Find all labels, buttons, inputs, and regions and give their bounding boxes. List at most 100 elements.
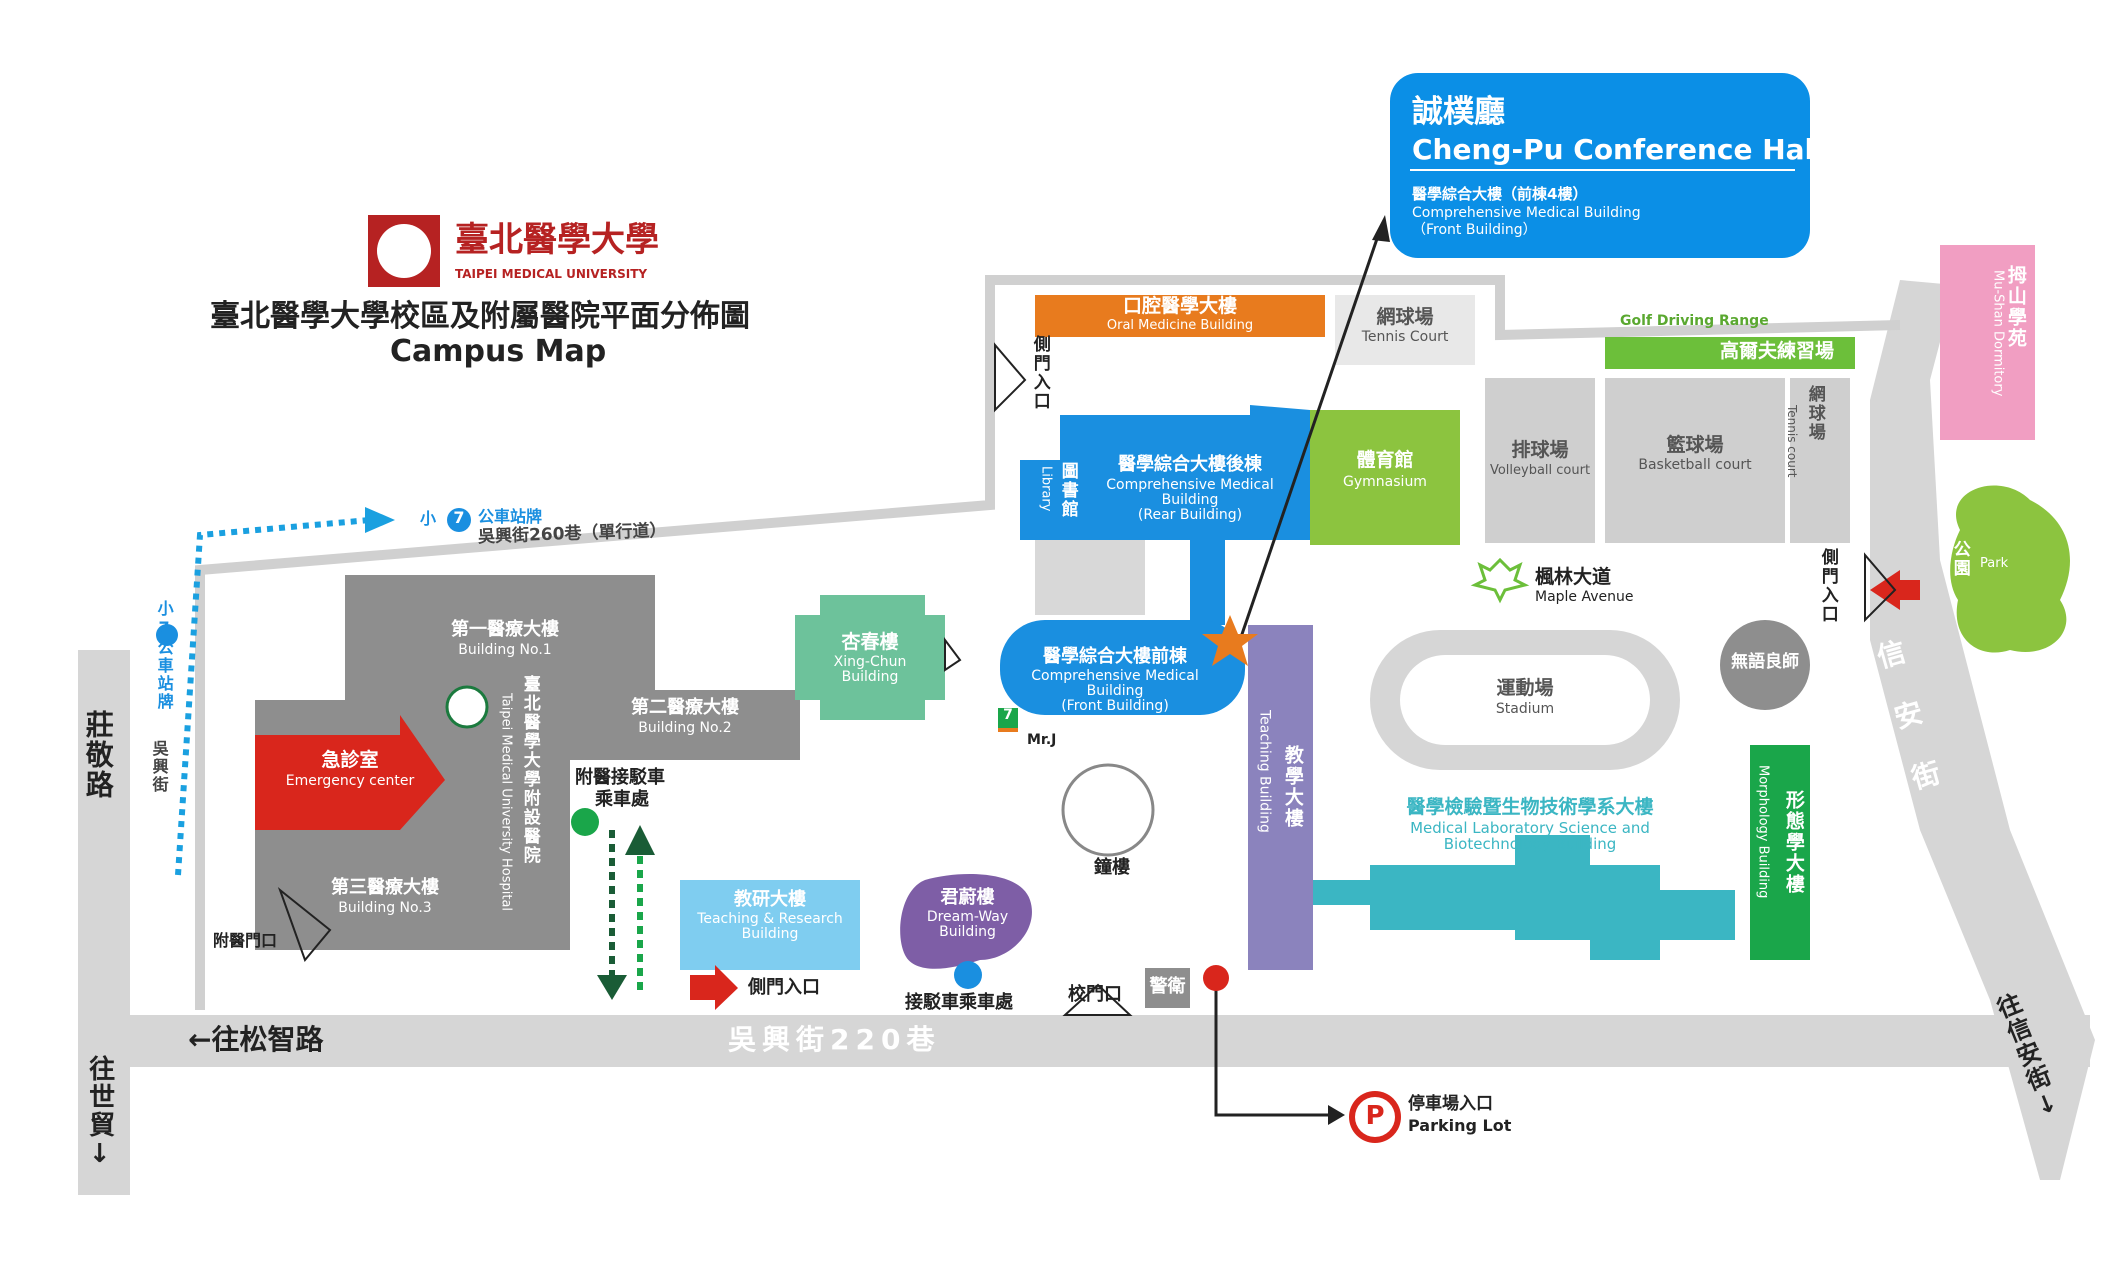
b2-cn: 第二醫療大樓: [631, 697, 739, 718]
side-entrance-label: 側門入口: [748, 977, 820, 998]
shuttle-arrow-up: [625, 825, 655, 855]
stadium-en: Stadium: [1495, 701, 1555, 717]
front-en2: Building: [1086, 683, 1144, 699]
dreamway-en1: Dream-Way: [926, 909, 1009, 925]
bus-icon-left: [156, 624, 178, 646]
park-area: [1950, 485, 2070, 653]
parking-cn: 停車場入口: [1408, 1094, 1493, 1114]
bus-route: [175, 517, 371, 876]
dreamway-cn: 君蔚樓: [940, 887, 995, 908]
b3-cn: 第三醫療大樓: [331, 877, 439, 898]
front-en3: (Front Building): [1061, 698, 1169, 714]
basket-en: Basketball court: [1638, 457, 1752, 473]
side-entrance-arrow: [690, 965, 738, 1010]
golf-en: Golf Driving Range: [1620, 313, 1769, 329]
medlab-en2: Biotechnology Building: [1443, 835, 1617, 853]
oral-building: [1035, 295, 1325, 337]
road-xinyi: [1870, 280, 2095, 1180]
oral-cn: 口腔醫學大樓: [1122, 295, 1237, 317]
convenience-store-icon: 7: [998, 707, 1018, 732]
parking-route: [1214, 980, 1330, 1117]
gym-building: [1310, 410, 1460, 545]
dorm-en: Mu-Shan Dormitory: [1990, 270, 2006, 397]
volley-cn: 排球場: [1511, 439, 1569, 461]
rear-en2: Building: [1161, 492, 1219, 508]
front-building: [1000, 620, 1245, 715]
callout-box: [1390, 73, 1810, 258]
university-logo-seal: [377, 224, 431, 278]
gate-icon: [277, 342, 1897, 1016]
mentor-circle: [1720, 620, 1810, 710]
stadium-cn: 運動場: [1496, 677, 1554, 699]
front-en1: Comprehensive Medical: [1031, 668, 1199, 684]
teaching-cn: 教學大樓: [1281, 745, 1304, 829]
oral-en: Oral Medicine Building: [1106, 318, 1254, 333]
library-cn: 圖書館: [1057, 462, 1078, 519]
hospital-cn: 臺北醫學大學附設醫院: [519, 675, 540, 865]
guard-label: 警衛: [1149, 976, 1186, 997]
road-zhuangjing-label: 莊敬路: [81, 710, 115, 800]
lane-left-label: 吳興街: [149, 740, 169, 794]
mentor-cn: 無語良師: [1731, 652, 1799, 672]
parking-icon-inner: [1355, 1097, 1395, 1137]
research-building: [680, 880, 860, 970]
research-cn: 教研大樓: [734, 889, 806, 910]
guard-booth: [1145, 968, 1190, 1008]
xingchun-cn: 杏春樓: [841, 631, 899, 653]
callout-name-cn: 誠樸廳: [1412, 94, 1505, 130]
side-gate-top-label: 側門入口: [1029, 335, 1050, 411]
teaching-building: [1248, 625, 1313, 970]
b2-en: Building No.2: [638, 720, 732, 736]
xingchun-en2: Building: [841, 669, 899, 685]
tennis-top: [1335, 295, 1475, 365]
bell-label: 鐘樓: [1094, 857, 1130, 878]
shuttle-hosp-label2: 乘車處: [595, 789, 649, 810]
tennis-top-en: Tennis Court: [1361, 329, 1449, 345]
maple-en: Maple Avenue: [1535, 589, 1634, 605]
parking-route-head: [1328, 1105, 1345, 1125]
callout-name-en: Cheng-Pu Conference Hall: [1412, 133, 1824, 166]
stairs-area: [1035, 540, 1145, 615]
tennis-top-cn: 網球場: [1376, 306, 1434, 328]
emergency-arrow-shape: [255, 715, 445, 830]
shuttle-dot-campus: [954, 961, 982, 989]
road-to-shimao: 往世貿↓: [84, 1055, 115, 1171]
hosp-gate-label: 附醫門口: [213, 931, 278, 950]
parking-icon-label: P: [1365, 1101, 1385, 1131]
emergency-en: Emergency center: [285, 773, 415, 789]
emergency-cn: 急診室: [321, 749, 379, 771]
medlab-cn: 醫學檢驗暨生物技術學系大樓: [1406, 796, 1654, 818]
side-gate-right-label: 側門入口: [1817, 548, 1838, 624]
tennis-right-court: [1790, 378, 1850, 543]
xingchun-en1: Xing-Chun: [833, 654, 907, 670]
volley-court: [1485, 378, 1595, 543]
basket-court: [1605, 378, 1785, 543]
library-en: Library: [1038, 466, 1054, 512]
campus-seal: [1061, 763, 1155, 857]
research-en1: Teaching & Research: [697, 911, 843, 927]
front-cn: 醫學綜合大樓前棟: [1043, 646, 1187, 667]
bus-icon: [447, 508, 471, 532]
leaf-icon: [1470, 557, 1530, 604]
tennis-right-en: Tennis court: [1785, 405, 1800, 478]
page-title-cn: 臺北醫學大學校區及附屬醫院平面分佈圖: [210, 299, 750, 334]
teaching-en: Teaching Building: [1256, 710, 1273, 833]
dorm-cn: 拇山學苑: [2004, 265, 2027, 349]
bus-small-top: 小: [420, 509, 437, 528]
shuttle-dot-hosp: [571, 808, 599, 836]
road-to-songzhi: ←往松智路: [188, 1023, 324, 1056]
hospital-logo: [445, 685, 489, 729]
park-en: Park: [1980, 556, 2009, 571]
morph-en: Morphology Building: [1755, 765, 1771, 899]
morph-building: [1750, 745, 1810, 960]
gate-red-dot: [1203, 965, 1229, 991]
basket-cn: 籃球場: [1666, 434, 1724, 456]
xingchun-building: [795, 595, 945, 720]
page-title-en: Campus Map: [390, 334, 607, 369]
b1-en: Building No.1: [458, 642, 552, 658]
shuttle-arrow-down: [597, 975, 627, 1000]
shuttle-hosp-label1: 附醫接駁車: [575, 767, 665, 788]
research-en2: Building: [741, 926, 799, 942]
golf-range: [1605, 337, 1855, 369]
